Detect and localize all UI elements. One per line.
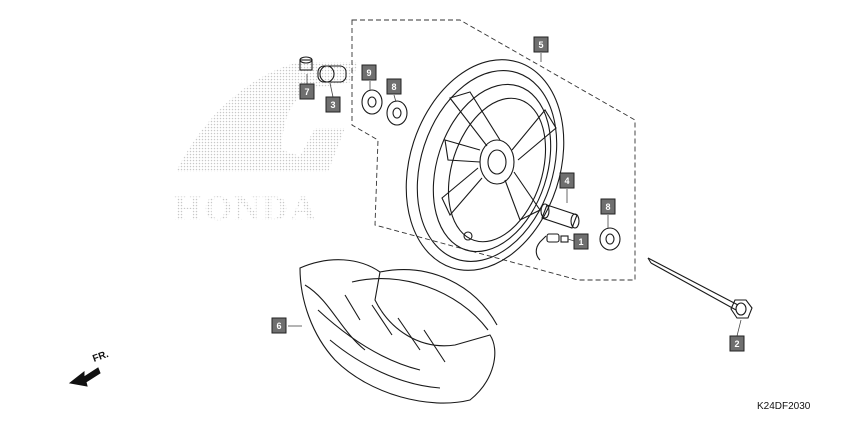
callout-p6[interactable]: 6 [271,317,287,334]
callout-label: 9 [366,68,371,78]
callout-label: 5 [538,40,543,50]
callout-label: 2 [734,339,739,349]
callout-p3[interactable]: 3 [325,96,341,113]
callout-p5[interactable]: 5 [533,36,549,53]
axle [647,257,753,319]
front-direction-indicator: FR. [68,349,110,387]
callout-layer: 1 2 3 4 5 6 7 8 8 9 [271,36,745,352]
honda-watermark: HONDA [174,62,358,228]
callout-label: 3 [330,100,335,110]
wheel [405,59,565,271]
bearing-right [599,227,621,251]
front-arrow-icon [68,367,101,387]
diagram-code: K24DF2030 [757,401,811,412]
valve-parts [299,56,347,83]
callout-label: 7 [304,87,309,97]
callout-label: 6 [276,321,281,331]
distance-collar [540,203,580,229]
callout-p2[interactable]: 2 [729,335,745,352]
callout-p8b[interactable]: 8 [600,198,616,215]
callout-p4[interactable]: 4 [559,172,575,189]
honda-wordmark: HONDA [174,188,318,228]
bearing-and-seal-set [361,89,408,126]
air-valve [535,233,569,261]
front-direction-label: FR. [91,349,110,365]
callout-label: 8 [391,82,396,92]
honda-wing-logo [176,62,358,172]
callout-p7[interactable]: 7 [299,83,315,100]
callout-label: 1 [578,237,583,247]
assembly-outline [351,19,636,281]
callout-label: 4 [564,176,569,186]
callout-p1[interactable]: 1 [573,233,589,250]
tire [299,259,498,404]
callout-p9[interactable]: 9 [361,64,377,81]
callout-p8a[interactable]: 8 [386,78,402,95]
leader-lines [288,53,742,337]
callout-label: 8 [605,202,610,212]
